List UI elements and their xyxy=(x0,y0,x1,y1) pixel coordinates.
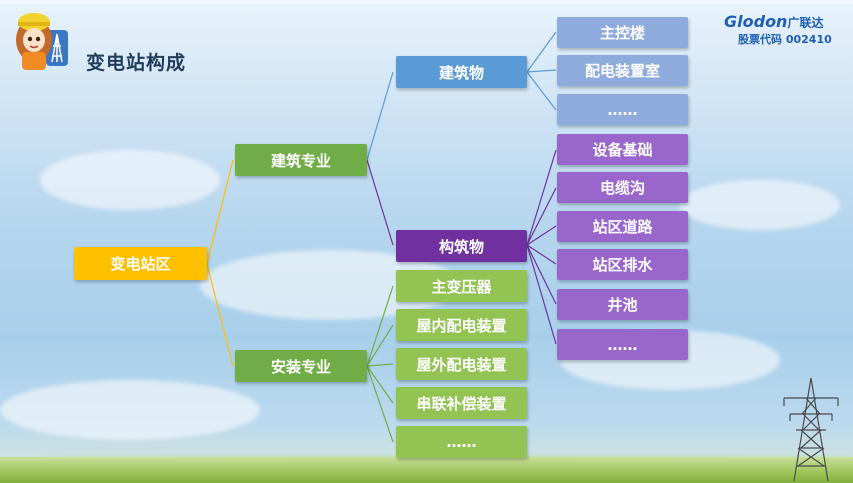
grass xyxy=(0,457,853,483)
node-structure-item: 井池 xyxy=(557,289,688,320)
cloud xyxy=(680,180,840,230)
node-root: 变电站区 xyxy=(74,247,207,280)
connector xyxy=(526,244,557,265)
node-install-item: 屋外配电装置 xyxy=(396,348,527,380)
node-building-item: …… xyxy=(557,94,688,125)
node-building-discipline: 建筑专业 xyxy=(235,144,367,176)
node-structure-item: 站区道路 xyxy=(557,211,688,242)
node-structures: 构筑物 xyxy=(396,230,527,262)
brand-cn-name: 广联达 xyxy=(787,16,824,30)
connector xyxy=(526,69,557,73)
connector xyxy=(206,263,234,367)
node-structure-item: 设备基础 xyxy=(557,134,688,165)
node-install-item: 主变压器 xyxy=(396,270,527,302)
connector xyxy=(526,187,557,246)
node-install-item: …… xyxy=(396,426,527,458)
top-bar xyxy=(0,0,853,4)
stock-code: 股票代码 002410 xyxy=(738,33,832,46)
power-tower-icon xyxy=(783,377,839,482)
connector xyxy=(526,149,557,246)
connector xyxy=(366,363,394,367)
connector xyxy=(366,365,394,404)
node-structure-item: 站区排水 xyxy=(557,249,688,280)
node-structure-item: …… xyxy=(557,329,688,360)
connector xyxy=(366,285,394,367)
brand-logo: Glodon广联达 xyxy=(724,12,823,31)
node-buildings: 建筑物 xyxy=(396,56,527,88)
connector xyxy=(526,71,557,111)
node-building-item: 配电装置室 xyxy=(557,55,688,86)
mascot-icon xyxy=(16,13,68,70)
connector xyxy=(366,365,394,443)
page-title: 变电站构成 xyxy=(86,52,187,74)
cloud xyxy=(0,380,260,440)
connector xyxy=(366,71,394,161)
connector xyxy=(366,324,394,367)
logo-text: Glodon xyxy=(724,12,788,31)
connector xyxy=(366,159,394,246)
node-install-discipline: 安装专业 xyxy=(235,350,367,382)
connector xyxy=(526,225,557,246)
node-install-item: 屋内配电装置 xyxy=(396,309,527,341)
node-structure-item: 电缆沟 xyxy=(557,172,688,203)
cloud xyxy=(40,150,220,210)
connector xyxy=(526,31,557,73)
node-install-item: 串联补偿装置 xyxy=(396,387,527,419)
node-building-item: 主控楼 xyxy=(557,17,688,48)
connector xyxy=(526,244,557,345)
connector xyxy=(526,244,557,305)
connector xyxy=(206,159,234,265)
